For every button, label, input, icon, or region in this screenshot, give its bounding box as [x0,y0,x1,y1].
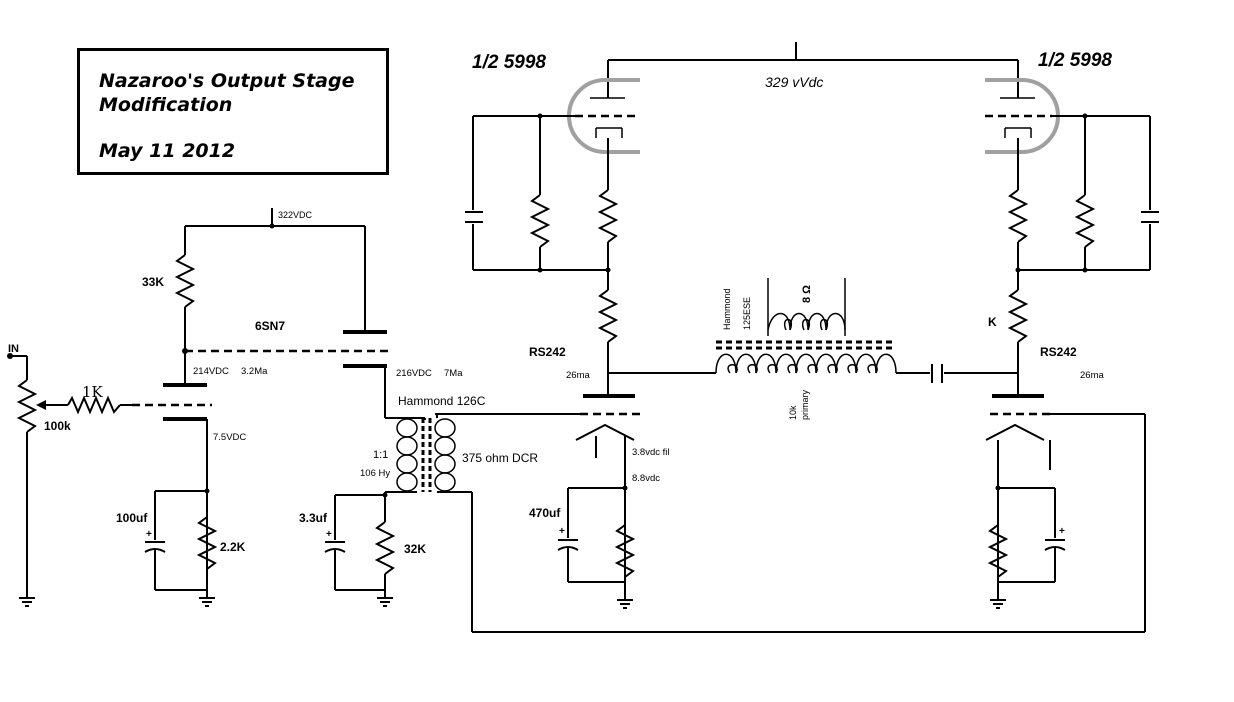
driver-stage [132,208,425,607]
driver-supply-label: 322VDC [278,210,313,220]
xfmr-dcr-label: 375 ohm DCR [462,451,538,465]
right-current-label: 26ma [1080,370,1104,381]
interstage-transformer [324,413,580,632]
tube-5998-right [985,78,1060,190]
title-line-1: Nazaroo's Output Stage [99,70,355,92]
output-cathode-cap-label: 470uf [529,506,561,520]
right-cap-plus: + [1059,526,1065,537]
tube-right-label: 1/2 5998 [1038,50,1112,71]
left-grid-network [465,113,716,396]
driver-cap-plus: + [146,529,152,540]
driver-cathode-voltage-label: 7.5VDC [213,432,246,443]
driver-cathode-cap-label: 100uf [116,511,148,525]
input-pot-label: 100k [44,419,71,433]
input-series-resistor-label: 1K [82,383,104,401]
output-transformer [715,278,1018,383]
supply-voltage-label: 329 vVdc [765,74,823,90]
k-label: K [988,315,997,329]
bias-cap-plus: + [326,529,332,540]
speaker-impedance-label: 8 Ω [801,285,813,303]
rs242-left-label: RS242 [529,345,566,359]
primary-impedance-label: 10k [788,405,798,420]
left-current-label: 26ma [566,370,590,381]
filament-label: 3.8vdc fil [632,447,670,458]
xfmr-inductance-label: 106 Hy [360,468,390,479]
input-label: IN [8,343,19,355]
title-block: Nazaroo's Output Stage Modification May … [77,48,389,175]
primary-label: primary [800,389,810,420]
bias-resistor-label: 32K [404,542,426,556]
xfmr-ratio-label: 1:1 [373,449,388,461]
node-b-voltage-label: 216VDC [396,368,432,379]
interstage-xfmr-label: Hammond 126C [398,394,486,408]
title-line-2: Modification [99,94,233,116]
node-a-current-label: 3.2Ma [241,366,268,377]
output-xfmr-name-label: Hammond [722,288,732,330]
output-cathode-voltage-label: 8.8vdc [632,473,660,484]
input-stage [7,353,132,607]
plate-load-label: 33K [142,275,164,289]
bias-cap-label: 3.3uf [299,511,328,525]
right-grid-network [1007,113,1159,396]
output-xfmr-model-label: 125ESE [742,297,752,330]
driver-tube-label: 6SN7 [255,319,285,333]
output-cap-plus: + [559,526,565,537]
node-b-current-label: 7Ma [444,368,463,379]
rs242-right-label: RS242 [1040,345,1077,359]
title-date: May 11 2012 [99,140,236,162]
tube-rs242-left [435,394,640,609]
tube-5998-left [567,78,640,190]
tube-rs242-right [472,394,1146,633]
tube-left-label: 1/2 5998 [472,52,546,73]
node-a-voltage-label: 214VDC [193,366,229,377]
driver-cathode-resistor-label: 2.2K [220,540,246,554]
